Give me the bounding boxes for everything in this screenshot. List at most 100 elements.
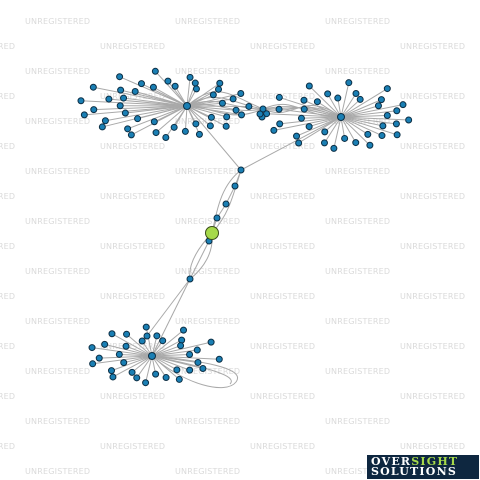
edge	[340, 82, 350, 118]
watermark-text: UNREGISTERED	[325, 17, 390, 26]
node	[377, 96, 385, 104]
watermark-text: UNREGISTERED	[175, 17, 240, 26]
node	[392, 120, 400, 128]
edge	[340, 114, 388, 118]
edge	[135, 90, 188, 107]
edge	[126, 333, 153, 357]
watermark-text: UNREGISTERED	[0, 192, 15, 201]
node	[120, 94, 128, 102]
node	[150, 118, 158, 126]
edge	[184, 105, 188, 132]
node	[352, 90, 360, 98]
node	[133, 374, 141, 382]
node	[89, 360, 97, 368]
edge	[111, 333, 153, 357]
edge	[145, 355, 153, 383]
watermark-text: UNREGISTERED	[325, 67, 390, 76]
node	[192, 120, 200, 128]
edge	[112, 355, 153, 378]
node	[120, 359, 128, 367]
node	[293, 132, 301, 140]
oversight-solutions-logo: OVERSIGHT SOLUTIONS	[367, 455, 479, 479]
node	[107, 367, 115, 375]
node	[300, 96, 308, 104]
node	[178, 336, 186, 344]
watermark-text: UNREGISTERED	[100, 392, 165, 401]
node	[393, 131, 401, 139]
watermark-text: UNREGISTERED	[325, 417, 390, 426]
node	[194, 358, 202, 366]
node	[218, 99, 226, 107]
node	[170, 123, 178, 131]
edge	[104, 343, 153, 357]
watermark-text: UNREGISTERED	[100, 342, 165, 351]
watermark-text: UNREGISTERED	[25, 167, 90, 176]
edge	[327, 93, 342, 118]
edge	[340, 116, 398, 136]
watermark-text: UNREGISTERED	[400, 442, 465, 451]
edge	[151, 329, 184, 357]
edge	[186, 93, 241, 107]
watermark-text: UNREGISTERED	[0, 92, 15, 101]
node	[181, 127, 189, 135]
node	[108, 330, 116, 338]
focus-node	[205, 226, 219, 240]
edge	[151, 355, 190, 371]
edge	[308, 85, 342, 118]
edge	[131, 105, 188, 136]
edge	[340, 116, 409, 121]
edge	[340, 99, 382, 118]
watermark-text: UNREGISTERED	[325, 217, 390, 226]
edge	[93, 86, 188, 107]
edge	[309, 116, 342, 128]
node	[270, 126, 278, 134]
node	[341, 134, 349, 142]
node	[117, 86, 125, 94]
watermark-text: UNREGISTERED	[250, 192, 315, 201]
node	[206, 122, 214, 130]
edge	[80, 100, 188, 107]
edge	[151, 341, 212, 357]
watermark-text: UNREGISTERED	[25, 267, 90, 276]
watermark-text: UNREGISTERED	[175, 267, 240, 276]
node	[215, 85, 223, 93]
edge	[211, 169, 242, 234]
node	[137, 80, 145, 88]
node	[237, 90, 245, 98]
node	[195, 130, 203, 138]
edge	[340, 116, 369, 135]
node	[164, 77, 172, 85]
node	[95, 354, 103, 362]
edge	[155, 105, 188, 133]
watermark-text: UNREGISTERED	[400, 142, 465, 151]
node	[116, 73, 124, 81]
node	[127, 131, 135, 139]
watermark-text: UNREGISTERED	[25, 417, 90, 426]
watermark-text: UNREGISTERED	[25, 467, 90, 476]
node	[101, 340, 109, 348]
node	[374, 102, 382, 110]
edge	[296, 116, 342, 137]
watermark-text: UNREGISTERED	[325, 317, 390, 326]
watermark-text: UNREGISTERED	[0, 392, 15, 401]
watermark-text: UNREGISTERED	[25, 217, 90, 226]
node	[399, 101, 407, 109]
edge	[165, 105, 188, 138]
watermark-text: UNREGISTERED	[25, 117, 90, 126]
node	[153, 332, 161, 340]
edge	[99, 355, 153, 359]
node	[89, 83, 97, 91]
edge	[340, 116, 383, 137]
hub-node	[183, 102, 191, 110]
watermark-text: UNREGISTERED	[100, 42, 165, 51]
edge	[125, 345, 153, 357]
edge	[105, 105, 188, 122]
edge	[153, 86, 188, 107]
edge	[186, 77, 191, 107]
watermark-text: UNREGISTERED	[175, 67, 240, 76]
node	[98, 123, 106, 131]
edge	[151, 355, 220, 360]
watermark-text: UNREGISTERED	[25, 317, 90, 326]
edge	[186, 105, 200, 135]
watermark-text: UNREGISTERED	[0, 142, 15, 151]
